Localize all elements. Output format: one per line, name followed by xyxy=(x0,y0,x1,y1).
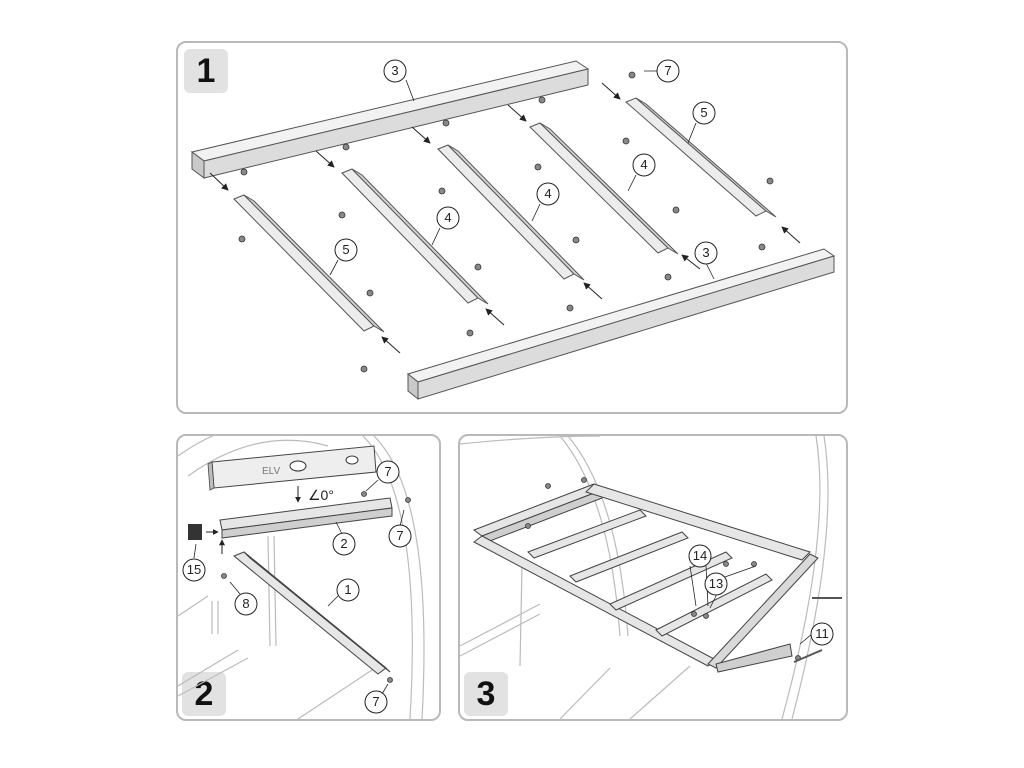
callout-2: 2 xyxy=(340,536,347,551)
step-1-panel: 1 xyxy=(176,41,848,414)
long-beam-bottom xyxy=(406,248,836,401)
callout-15: 15 xyxy=(187,562,201,577)
callout-4-right: 4 xyxy=(640,157,647,172)
step-3-illustration: 14 13 11 xyxy=(460,436,842,719)
callout-1: 1 xyxy=(344,582,351,597)
screws xyxy=(238,71,774,373)
diagonal-brace xyxy=(233,551,391,675)
cross-beams xyxy=(233,97,777,333)
step-2-illustration: ELV ∠0° 7 2 xyxy=(178,436,425,719)
callout-7-bottom: 7 xyxy=(372,694,379,709)
step-3-number: 3 xyxy=(464,672,508,716)
step-1-number: 1 xyxy=(184,49,228,93)
spirit-level: ELV xyxy=(207,445,377,491)
callout-11: 11 xyxy=(815,626,829,641)
long-beam-top xyxy=(190,60,590,179)
step-1-illustration: 3 7 5 4 4 4 5 3 xyxy=(190,59,836,401)
callout-3-bottom: 3 xyxy=(702,245,709,260)
angle-label: ∠0° xyxy=(308,487,334,503)
clip-part xyxy=(188,524,202,540)
spirit-level-text: ELV xyxy=(262,466,280,477)
bolts xyxy=(525,477,801,661)
greenhouse-arch xyxy=(460,436,829,719)
shelf-frame xyxy=(472,483,819,673)
callout-14: 14 xyxy=(693,548,707,563)
callout-7-top: 7 xyxy=(384,464,391,479)
callout-13: 13 xyxy=(709,576,723,591)
step-3-panel: 3 xyxy=(458,434,848,721)
step-2-panel: 2 ELV ∠ xyxy=(176,434,441,721)
bolts xyxy=(221,491,411,683)
callout-4-left: 4 xyxy=(444,210,451,225)
bolt-long-2 xyxy=(793,649,823,663)
greenhouse-arch xyxy=(178,436,425,719)
assembly-arrows xyxy=(209,82,801,354)
callout-5-left: 5 xyxy=(342,242,349,257)
callout-7: 7 xyxy=(664,63,671,78)
horizontal-bar xyxy=(219,497,393,539)
callout-8: 8 xyxy=(242,596,249,611)
callout-7-right: 7 xyxy=(396,528,403,543)
callout-5-right: 5 xyxy=(700,105,707,120)
callout-4-middle: 4 xyxy=(544,186,551,201)
callout-3-top: 3 xyxy=(391,63,398,78)
